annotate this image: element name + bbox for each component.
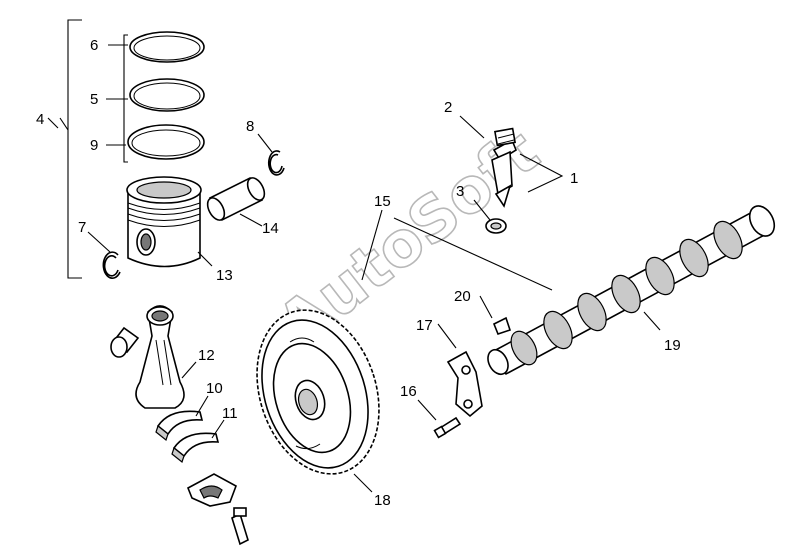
callout-17: 17 <box>416 317 433 334</box>
injector-washer[interactable] <box>485 218 507 234</box>
snap-ring-8[interactable] <box>267 150 285 176</box>
callout-4: 4 <box>36 111 44 128</box>
woodruff-key[interactable] <box>492 316 512 335</box>
leader-lines <box>47 115 661 493</box>
piston-ring-9[interactable] <box>127 124 205 160</box>
piston-ring-5[interactable] <box>129 78 205 112</box>
callout-15: 15 <box>374 193 391 210</box>
callout-2: 2 <box>444 99 452 116</box>
callout-8: 8 <box>246 118 254 135</box>
camshaft-gear[interactable] <box>237 294 399 490</box>
bearing-shell-10[interactable] <box>155 410 204 442</box>
piston[interactable] <box>126 176 202 268</box>
piston-ring-6[interactable] <box>129 31 205 63</box>
callout-9: 9 <box>90 137 98 154</box>
callout-10: 10 <box>206 380 223 397</box>
callout-11: 11 <box>222 405 238 422</box>
callout-3: 3 <box>456 183 464 200</box>
callout-19: 19 <box>664 337 681 354</box>
callout-13: 13 <box>216 267 233 284</box>
callout-6: 6 <box>90 37 98 54</box>
callout-18: 18 <box>374 492 391 509</box>
callout-5: 5 <box>90 91 98 108</box>
thrust-plate[interactable] <box>446 350 483 418</box>
callout-16: 16 <box>400 383 417 400</box>
piston-pin[interactable] <box>204 175 268 223</box>
injector[interactable] <box>491 127 517 208</box>
camshaft[interactable] <box>484 202 779 378</box>
callout-1: 1 <box>570 170 578 187</box>
rod-cap[interactable] <box>186 473 237 507</box>
connecting-rod[interactable] <box>135 305 185 409</box>
callout-7: 7 <box>78 219 86 236</box>
rod-cap-bolt[interactable] <box>231 507 249 546</box>
snap-ring-7[interactable] <box>102 251 121 279</box>
callout-12: 12 <box>198 347 215 364</box>
callouts: 1 2 3 4 5 6 7 8 9 10 11 12 13 14 15 16 1… <box>36 37 681 509</box>
thrust-plate-screw[interactable] <box>433 416 462 439</box>
callout-14: 14 <box>262 220 279 237</box>
rod-bushing[interactable] <box>110 326 140 358</box>
callout-20: 20 <box>454 288 471 305</box>
bearing-shell-11[interactable] <box>171 432 220 464</box>
